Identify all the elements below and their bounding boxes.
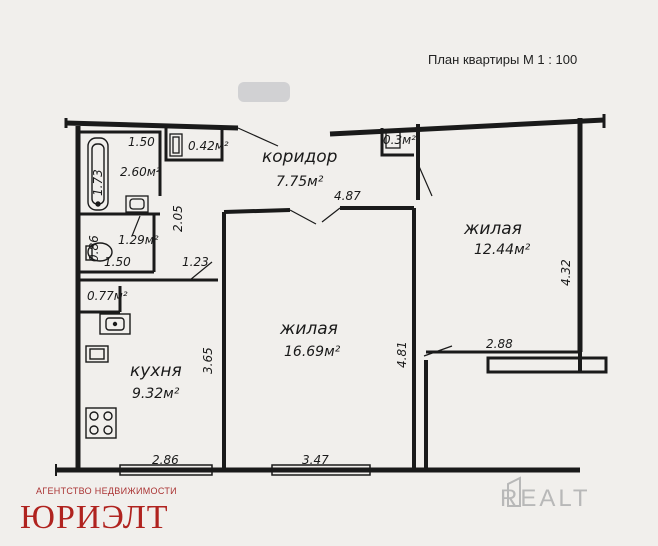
kitchen-name: кухня: [130, 361, 182, 381]
living-name: жилая: [279, 319, 338, 339]
dim-kitchen-width: 2.86: [152, 453, 179, 467]
bedroom-name: жилая: [463, 219, 522, 239]
dim-bath-width: 1.50: [128, 135, 155, 149]
watermark-band: [0, 476, 658, 546]
dim-toilet-height: 2.05: [171, 205, 185, 232]
pantry-area: 0.77м²: [87, 289, 128, 303]
plan-title: План квартиры М 1 : 100: [428, 52, 577, 67]
dim-bedroom-width: 2.88: [486, 337, 513, 351]
toilet-icon: [85, 242, 113, 262]
toilet-area: 1.29м²: [118, 233, 159, 247]
agency-tagline: АГЕНТСТВО НЕДВИЖИМОСТИ: [36, 486, 177, 496]
dim-living-width: 3.47: [302, 453, 329, 467]
storage-a-area: 0.42м²: [188, 139, 229, 153]
dim-bath-length: 1.73: [91, 169, 105, 196]
dim-corridor-length: 4.87: [334, 189, 361, 203]
corridor-name: коридор: [262, 147, 338, 167]
bathroom-area: 2.60м²: [120, 165, 161, 179]
bath-sink-icon: [125, 195, 149, 213]
interior-walls: [78, 124, 420, 470]
door-swings: [131, 127, 453, 357]
dim-toilet-side: 0.86: [87, 235, 101, 262]
bedroom-area: 12.44м²: [474, 242, 531, 258]
blurred-mark: [238, 82, 290, 102]
dim-bedroom-height: 4.32: [559, 259, 573, 286]
corridor-area: 7.75м²: [276, 174, 324, 190]
agency-logo: ЮРИЭЛТ: [20, 499, 169, 536]
kitchen-boiler-icon: [85, 345, 109, 363]
dim-kitchen-door: 1.23: [182, 255, 209, 269]
dim-living-height: 4.81: [395, 341, 409, 368]
kitchen-area: 9.32м²: [132, 386, 180, 402]
dim-toilet-width: 1.50: [104, 255, 131, 269]
realt-logo-icon: [507, 476, 521, 507]
stove-icon: [85, 407, 117, 439]
dim-kitchen-height: 3.65: [201, 347, 215, 374]
storage-cabinet-icon: [169, 131, 401, 157]
realt-watermark: REALT: [500, 485, 591, 512]
bathtub-icon: [87, 137, 109, 211]
kitchen-sink-icon: [99, 313, 131, 335]
living-area: 16.69м²: [284, 344, 341, 360]
storage-b-area: 0.3м²: [383, 133, 416, 147]
